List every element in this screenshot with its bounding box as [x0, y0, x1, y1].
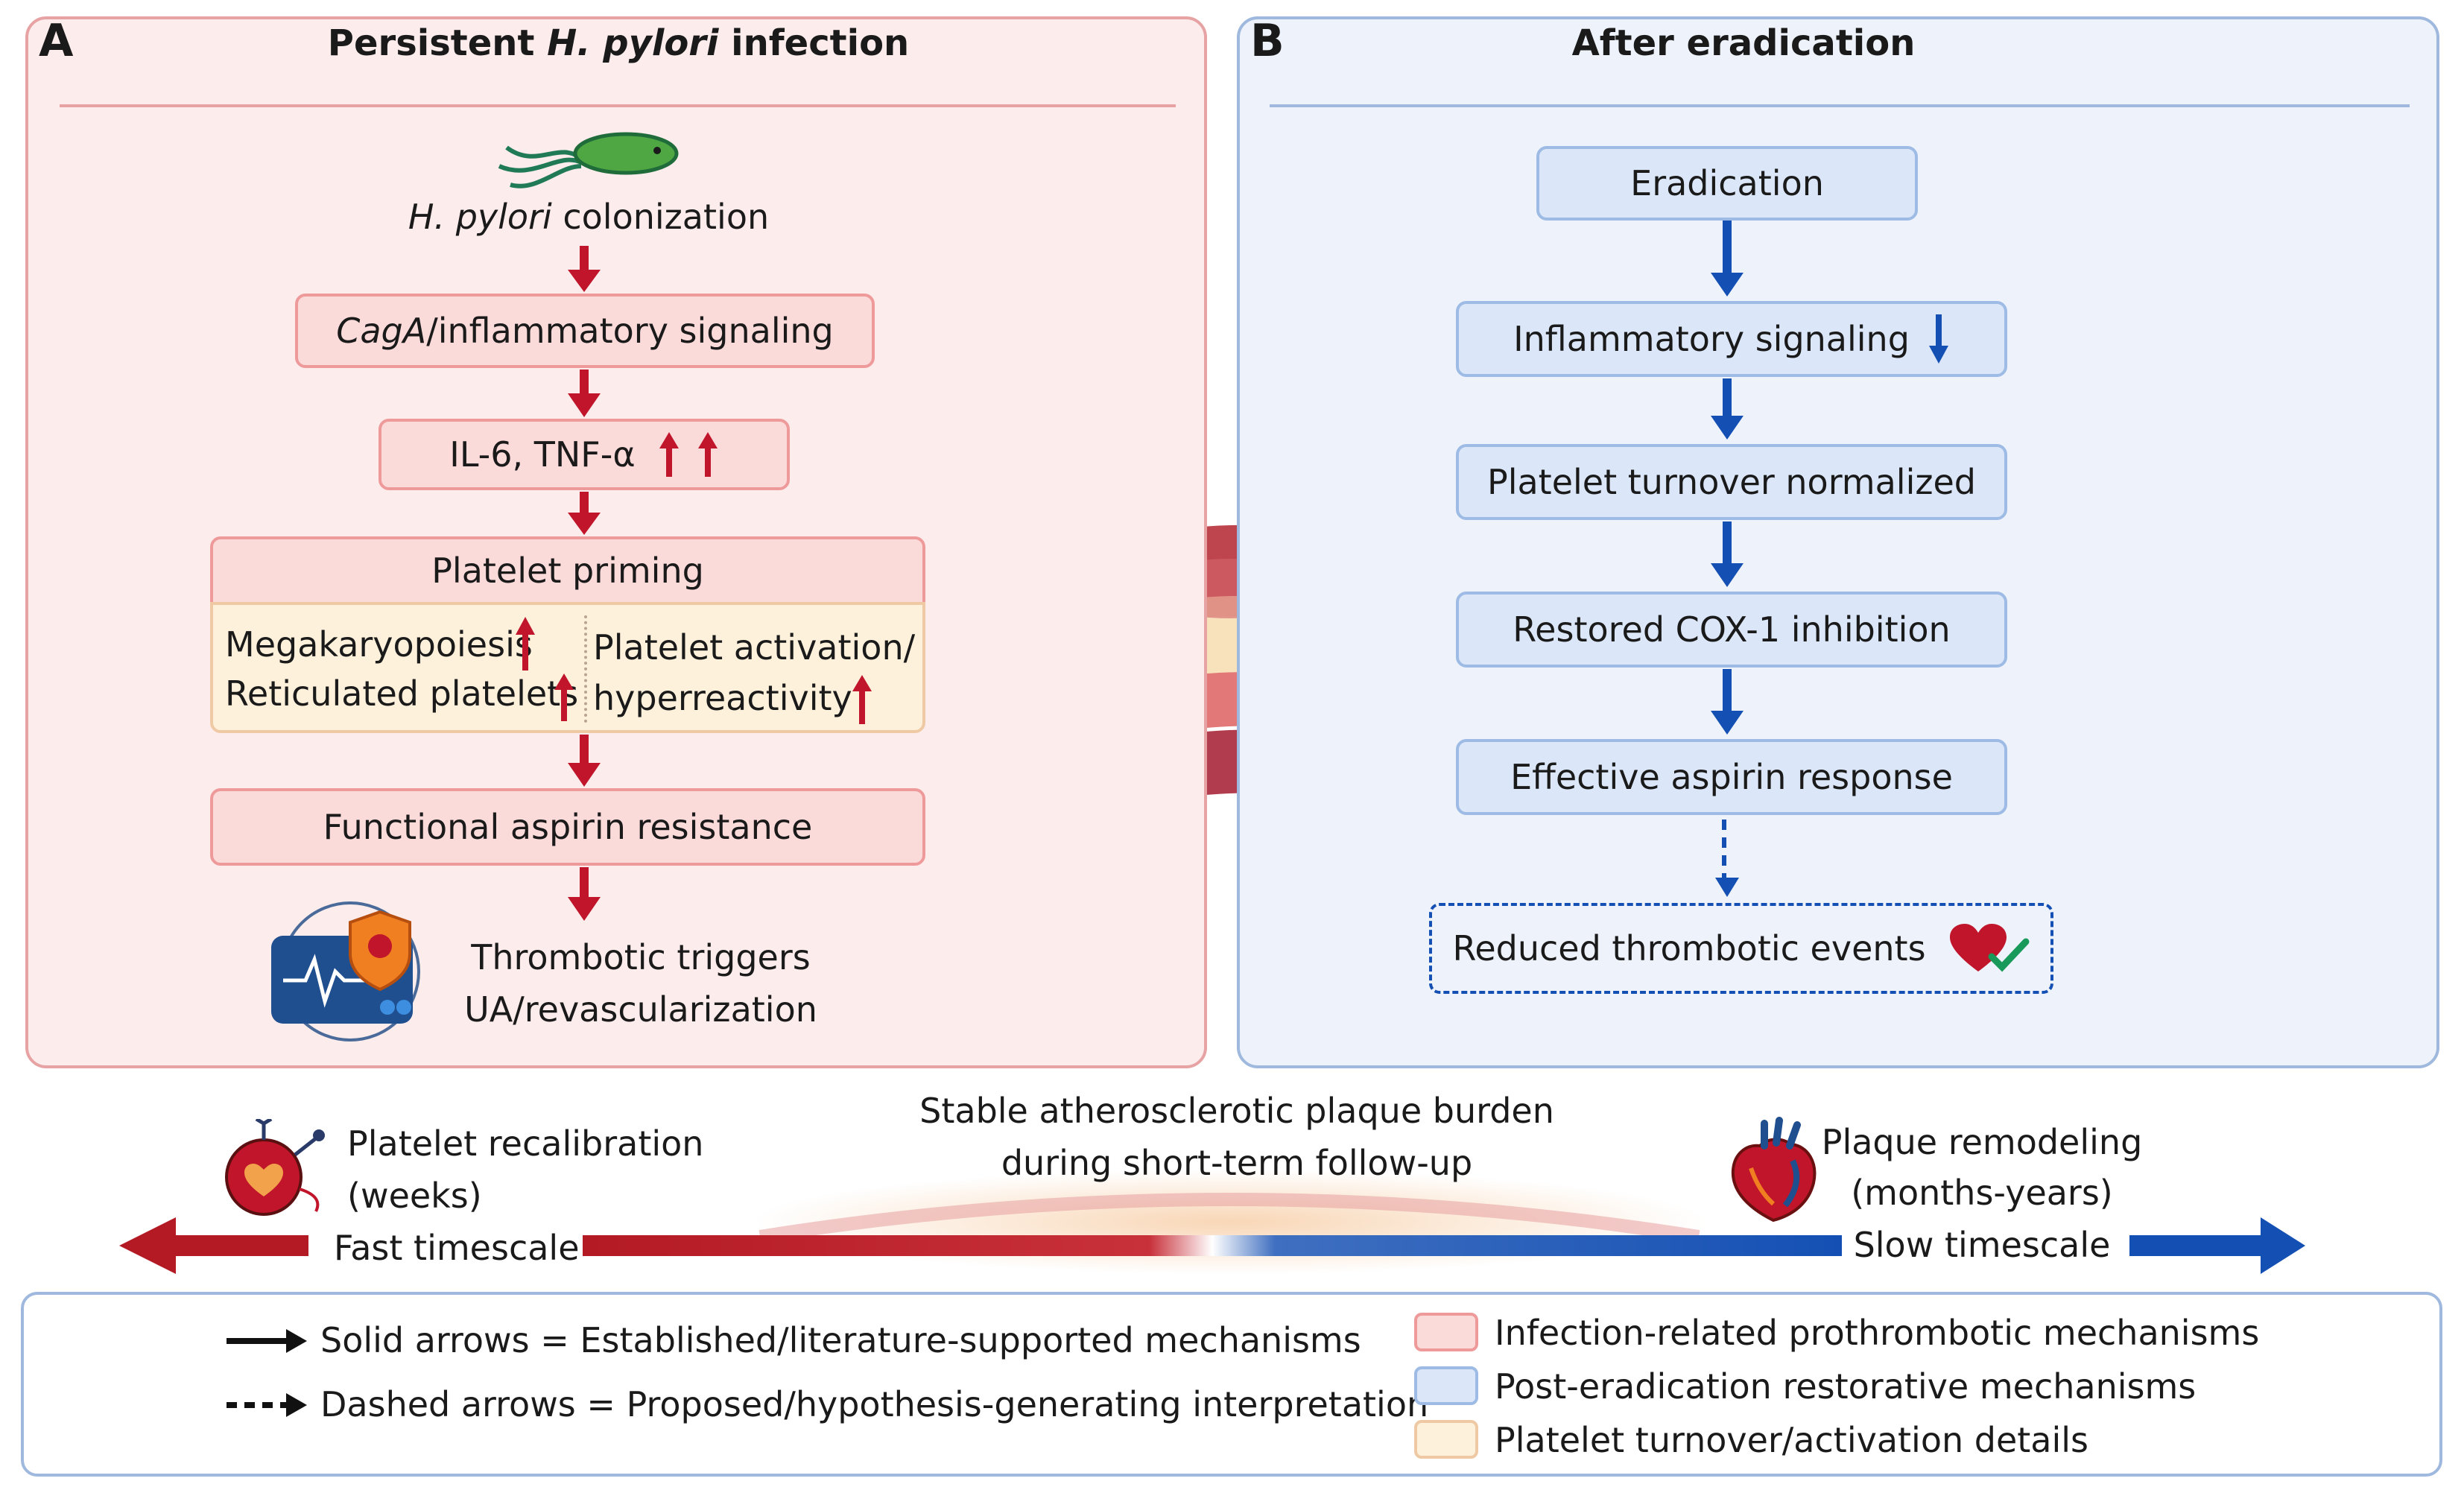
bacterium-icon [498, 132, 679, 188]
months-years-label: (months-years) [1851, 1173, 2113, 1213]
eradication-box: Eradication [1536, 146, 1918, 221]
panel-a-divider [60, 104, 1176, 107]
ua-revascularization-label: UA/revascularization [464, 989, 817, 1030]
platelet-activation-label: Platelet activation/ [593, 627, 916, 668]
flow-arrows-a [568, 246, 601, 921]
legend-dashed-label: Dashed arrows = Proposed/hypothesis-gene… [320, 1384, 1429, 1424]
panel-b-letter: B [1250, 15, 1285, 67]
legend-red-label: Infection-related prothrombotic mechanis… [1495, 1313, 2260, 1353]
monitor-shield-icon [271, 901, 420, 1042]
weeks-label: (weeks) [347, 1176, 482, 1216]
plaque-remodeling-label: Plaque remodeling [1821, 1122, 2143, 1162]
cagA-signaling-box: CagA/inflammatory signaling [295, 294, 875, 368]
down-arrow-icon [1928, 314, 1948, 364]
platelet-heart-icon [225, 1119, 325, 1216]
up-arrow-icon [852, 675, 872, 724]
red-swatch [1414, 1313, 1478, 1351]
yellow-swatch [1414, 1420, 1478, 1459]
aspirin-resistance-box: Functional aspirin resistance [210, 788, 925, 866]
anatomical-heart-icon [1731, 1117, 1817, 1223]
colonization-label: H. pylori colonization [408, 197, 770, 237]
timeline-bar [119, 1217, 2305, 1274]
flow-arrows-b [1711, 221, 1744, 897]
inflammatory-signaling-box: Inflammatory signaling [1456, 301, 2007, 377]
panel-b-title: After eradication [1571, 22, 1916, 64]
dashed-arrow-legend-icon [227, 1393, 307, 1417]
panel-b-divider [1270, 104, 2410, 107]
legend-yellow-label: Platelet turnover/activation details [1495, 1420, 2089, 1460]
platelet-priming-box: Platelet priming [210, 536, 925, 605]
details-divider [584, 615, 587, 723]
legend [21, 1292, 2442, 1477]
reduced-events-box: Reduced thrombotic events [1429, 903, 2053, 994]
platelet-turnover-box: Platelet turnover normalized [1456, 444, 2007, 520]
platelet-details-box [210, 602, 925, 733]
heart-check-icon [1949, 924, 2030, 972]
thrombotic-triggers-label: Thrombotic triggers [471, 937, 811, 977]
up-arrow-icon [516, 617, 535, 670]
panel-a-title: Persistent H. pylori infection [327, 22, 910, 64]
short-term-label: during short-term follow-up [1001, 1143, 1473, 1183]
cox1-inhibition-box: Restored COX-1 inhibition [1456, 592, 2007, 668]
blue-swatch [1414, 1366, 1478, 1405]
solid-arrow-legend-icon [227, 1329, 307, 1353]
cytokines-box: IL-6, TNF-α [379, 419, 790, 490]
legend-solid-label: Solid arrows = Established/literature-su… [320, 1320, 1361, 1360]
legend-blue-label: Post-eradication restorative mechanisms [1495, 1366, 2197, 1407]
up-arrow-icon [554, 673, 574, 721]
up-arrow-icon [697, 432, 718, 477]
panel-a-letter: A [39, 15, 74, 67]
up-arrow-icon [659, 432, 679, 477]
reticulated-platelets-label: Reticulated platelets [225, 673, 579, 714]
aspirin-response-box: Effective aspirin response [1456, 739, 2007, 815]
platelet-recalibration-label: Platelet recalibration [347, 1123, 704, 1164]
fast-timescale-label: Fast timescale [334, 1228, 580, 1268]
megakaryopoiesis-label: Megakaryopoiesis [225, 624, 533, 665]
hyperreactivity-label: hyperreactivity [593, 678, 852, 718]
stable-plaque-label: Stable atherosclerotic plaque burden [919, 1091, 1554, 1131]
slow-timescale-label: Slow timescale [1853, 1225, 2111, 1265]
